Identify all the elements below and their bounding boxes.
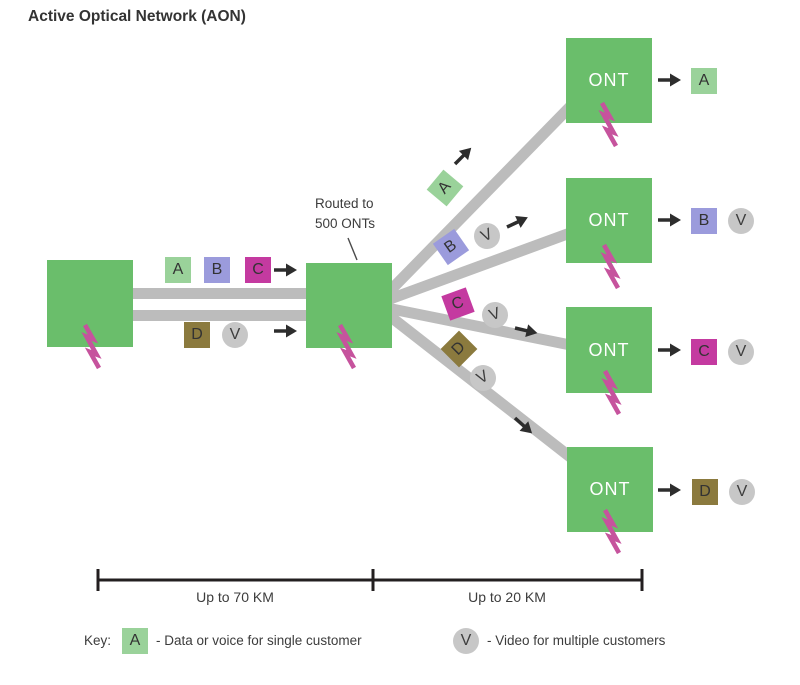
source-box	[47, 260, 133, 347]
badge-c: C	[245, 257, 271, 283]
fiber-line	[380, 301, 602, 357]
router-note-line: 500 ONTs	[315, 216, 376, 231]
page-title: Active Optical Network (AON)	[28, 8, 246, 25]
router-note: Routed to 500 ONTs	[315, 194, 375, 234]
ont-label: ONT	[588, 70, 630, 90]
fiber-line	[132, 310, 308, 321]
badge-d: D	[440, 330, 478, 368]
ont-box: ONT	[567, 447, 653, 532]
video-badge: V	[478, 298, 512, 332]
badge-d: D	[692, 479, 718, 505]
video-badge: V	[222, 322, 248, 348]
video-badge: V	[469, 218, 505, 254]
ont-box: ONT	[566, 38, 652, 123]
router-note-line: Routed to	[315, 196, 374, 211]
badge-d: D	[184, 322, 210, 348]
badge-c: C	[691, 339, 717, 365]
badge-a: A	[426, 169, 464, 207]
key-data-text: - Data or voice for single customer	[156, 633, 362, 648]
scale-label-right: Up to 20 KM	[468, 589, 546, 605]
badge-a: A	[165, 257, 191, 283]
key-video-badge: V	[453, 628, 479, 654]
video-badge: V	[728, 339, 754, 365]
router-box	[306, 263, 392, 348]
badge-b: B	[691, 208, 717, 234]
ont-label: ONT	[588, 210, 630, 230]
ont-label: ONT	[588, 339, 630, 360]
badge-a: A	[691, 68, 717, 94]
fiber-line	[380, 216, 602, 308]
key-video-text: - Video for multiple customers	[487, 633, 666, 648]
badge-b: B	[432, 228, 470, 266]
ont-box: ONT	[566, 307, 652, 393]
scale-label-left: Up to 70 KM	[196, 589, 274, 605]
ont-label: ONT	[589, 479, 631, 499]
ont-box: ONT	[566, 178, 652, 263]
video-badge: V	[465, 360, 501, 396]
video-badge: V	[728, 208, 754, 234]
fiber-line	[132, 288, 308, 299]
key-data-badge: A	[122, 628, 148, 654]
badge-c: C	[441, 287, 475, 321]
badge-b: B	[204, 257, 230, 283]
key-label: Key:	[84, 633, 112, 648]
video-badge: V	[729, 479, 755, 505]
